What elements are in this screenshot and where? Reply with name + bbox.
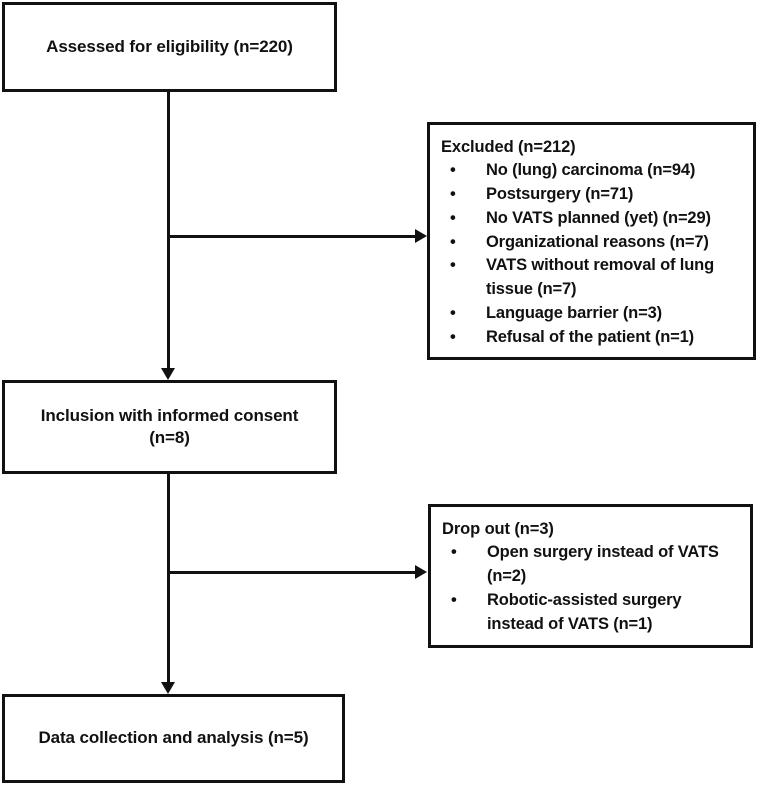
arrowhead-right-to-excluded (415, 229, 427, 243)
list-item-label: Open surgery instead of VATS (n=2) (487, 543, 719, 586)
bullet-icon: • (450, 185, 456, 204)
arrowhead-down-to-inclusion (161, 368, 175, 380)
dropout-title: Drop out (n=3) (442, 520, 554, 538)
list-item-label: Postsurgery (n=71) (486, 185, 634, 204)
connector-inclusion-to-analysis (167, 474, 170, 682)
list-item-label: Language barrier (n=3) (486, 303, 662, 322)
dropout-content: Drop out (n=3) • Open surgery instead of… (431, 507, 750, 642)
bullet-icon: • (451, 590, 457, 609)
connector-eligibility-to-excluded (167, 235, 417, 238)
list-item: • Postsurgery (n=71) (441, 183, 745, 207)
arrowhead-right-to-dropout (415, 565, 427, 579)
bullet-icon: • (450, 256, 456, 275)
connector-eligibility-to-inclusion (167, 92, 170, 368)
arrowhead-down-to-analysis (161, 682, 175, 694)
list-item: • Open surgery instead of VATS (n=2) (442, 541, 742, 589)
dropout-reason-list: • Open surgery instead of VATS (n=2) • R… (442, 541, 742, 636)
connector-inclusion-to-dropout (167, 571, 417, 574)
node-label-line1: Inclusion with informed consent (40, 405, 299, 425)
bullet-icon: • (450, 303, 456, 322)
list-item-label: Organizational reasons (n=7) (486, 232, 709, 251)
node-drop-out: Drop out (n=3) • Open surgery instead of… (428, 504, 753, 648)
list-item: • VATS without removal of lung tissue (n… (441, 254, 745, 302)
list-item-label: VATS without removal of lung tissue (n=7… (486, 256, 715, 299)
list-item-label: No VATS planned (yet) (n=29) (486, 208, 711, 227)
list-item-label: No (lung) carcinoma (n=94) (486, 161, 696, 180)
node-label-line2: (n=8) (149, 428, 190, 447)
excluded-title: Excluded (n=212) (441, 138, 576, 156)
list-item: • Organizational reasons (n=7) (441, 231, 745, 255)
list-item-label: Refusal of the patient (n=1) (486, 327, 695, 346)
node-inclusion-with-informed-consent: Inclusion with informed consent (n=8) (2, 380, 337, 474)
excluded-reason-list: • No (lung) carcinoma (n=94) • Postsurge… (441, 159, 745, 349)
node-excluded: Excluded (n=212) • No (lung) carcinoma (… (427, 122, 756, 360)
node-data-collection-and-analysis: Data collection and analysis (n=5) (2, 694, 345, 783)
list-item: • Robotic-assisted surgery instead of VA… (442, 589, 742, 637)
bullet-icon: • (450, 327, 456, 346)
bullet-icon: • (450, 232, 456, 251)
list-item-label: Robotic-assisted surgery instead of VATS… (487, 590, 682, 633)
node-label: Assessed for eligibility (n=220) (46, 36, 293, 56)
list-item: • Refusal of the patient (n=1) (441, 326, 745, 350)
list-item: • No VATS planned (yet) (n=29) (441, 207, 745, 231)
list-item: • Language barrier (n=3) (441, 302, 745, 326)
list-item: • No (lung) carcinoma (n=94) (441, 159, 745, 183)
node-label: Inclusion with informed consent (n=8) (41, 405, 299, 450)
bullet-icon: • (451, 543, 457, 562)
bullet-icon: • (450, 208, 456, 227)
node-label: Data collection and analysis (n=5) (38, 728, 309, 748)
bullet-icon: • (450, 161, 456, 180)
excluded-content: Excluded (n=212) • No (lung) carcinoma (… (430, 125, 753, 355)
node-assessed-for-eligibility: Assessed for eligibility (n=220) (2, 2, 337, 92)
